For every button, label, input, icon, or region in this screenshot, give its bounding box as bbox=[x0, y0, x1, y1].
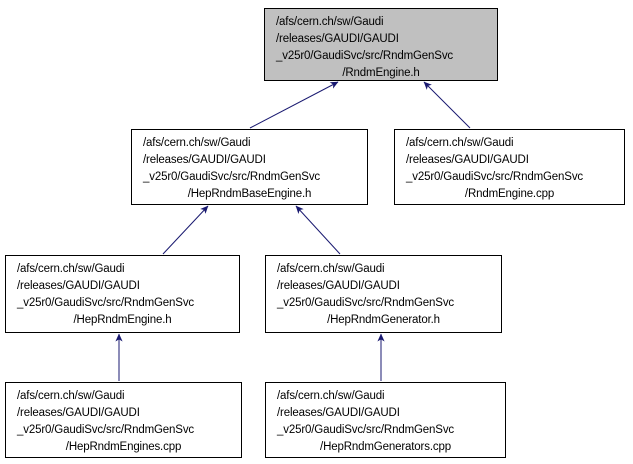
graph-node-heprndmengines-cpp[interactable]: /afs/cern.ch/sw/Gaudi/releases/GAUDI/GAU… bbox=[5, 382, 242, 458]
graph-node-label-line: /releases/GAUDI/GAUDI bbox=[277, 407, 400, 419]
graph-node-rndmengine-cpp[interactable]: /afs/cern.ch/sw/Gaudi/releases/GAUDI/GAU… bbox=[394, 129, 625, 205]
graph-node-label-line: /afs/cern.ch/sw/Gaudi bbox=[276, 16, 384, 28]
graph-node-label-line: /releases/GAUDI/GAUDI bbox=[406, 154, 529, 166]
graph-node-label-line: /afs/cern.ch/sw/Gaudi bbox=[277, 263, 385, 275]
graph-node-label-line: /afs/cern.ch/sw/Gaudi bbox=[143, 137, 251, 149]
graph-node-label-line: _v25r0/GaudiSvc/src/RndmGenSvc bbox=[17, 297, 195, 309]
graph-node-label-line: /afs/cern.ch/sw/Gaudi bbox=[406, 137, 514, 149]
graph-node-label-line: /releases/GAUDI/GAUDI bbox=[17, 280, 140, 292]
graph-node-label-line: /releases/GAUDI/GAUDI bbox=[276, 33, 399, 45]
graph-node-rndmengine-h[interactable]: /afs/cern.ch/sw/Gaudi/releases/GAUDI/GAU… bbox=[264, 8, 498, 81]
graph-node-label-line: _v25r0/GaudiSvc/src/RndmGenSvc bbox=[276, 50, 454, 62]
graph-node-label-line: /afs/cern.ch/sw/Gaudi bbox=[17, 263, 125, 275]
graph-node-heprndmbaseengine-h[interactable]: /afs/cern.ch/sw/Gaudi/releases/GAUDI/GAU… bbox=[131, 129, 368, 205]
graph-node-label-line: _v25r0/GaudiSvc/src/RndmGenSvc bbox=[277, 297, 455, 309]
graph-node-label-line: /afs/cern.ch/sw/Gaudi bbox=[17, 390, 125, 402]
graph-node-label-line: /HepRndmBaseEngine.h bbox=[187, 188, 312, 200]
edge-rndmengine-cpp-to-rndmengine-h bbox=[423, 81, 471, 129]
graph-node-label-line: _v25r0/GaudiSvc/src/RndmGenSvc bbox=[406, 171, 584, 183]
graph-node-label-line: /releases/GAUDI/GAUDI bbox=[277, 280, 400, 292]
graph-node-label-line: _v25r0/GaudiSvc/src/RndmGenSvc bbox=[143, 171, 321, 183]
graph-node-heprndmengine-h[interactable]: /afs/cern.ch/sw/Gaudi/releases/GAUDI/GAU… bbox=[5, 255, 240, 333]
graph-node-label-line: /releases/GAUDI/GAUDI bbox=[143, 154, 266, 166]
graph-node-label-line: /HepRndmGenerator.h bbox=[327, 314, 440, 326]
graph-node-label-line: /HepRndmGenerators.cpp bbox=[320, 441, 451, 453]
graph-node-label-line: /HepRndmEngine.h bbox=[73, 314, 172, 326]
edge-heprndmengine-h-to-heprndmbaseengine-h bbox=[162, 205, 209, 255]
graph-node-label-line: /RndmEngine.h bbox=[342, 67, 420, 79]
edge-heprndmgenerator-h-to-heprndmbaseengine-h bbox=[295, 205, 341, 255]
graph-node-label-line: _v25r0/GaudiSvc/src/RndmGenSvc bbox=[277, 424, 455, 436]
graph-node-label-line: /afs/cern.ch/sw/Gaudi bbox=[277, 390, 385, 402]
graph-node-label-line: /HepRndmEngines.cpp bbox=[65, 441, 182, 453]
graph-node-heprndmgenerator-h[interactable]: /afs/cern.ch/sw/Gaudi/releases/GAUDI/GAU… bbox=[265, 255, 502, 333]
graph-node-label-line: _v25r0/GaudiSvc/src/RndmGenSvc bbox=[17, 424, 195, 436]
graph-node-heprndmgenerators-cpp[interactable]: /afs/cern.ch/sw/Gaudi/releases/GAUDI/GAU… bbox=[265, 382, 506, 458]
graph-node-label-line: /RndmEngine.cpp bbox=[464, 188, 555, 200]
graph-node-label-line: /releases/GAUDI/GAUDI bbox=[17, 407, 140, 419]
edge-heprndmbaseengine-h-to-rndmengine-h bbox=[249, 81, 339, 129]
